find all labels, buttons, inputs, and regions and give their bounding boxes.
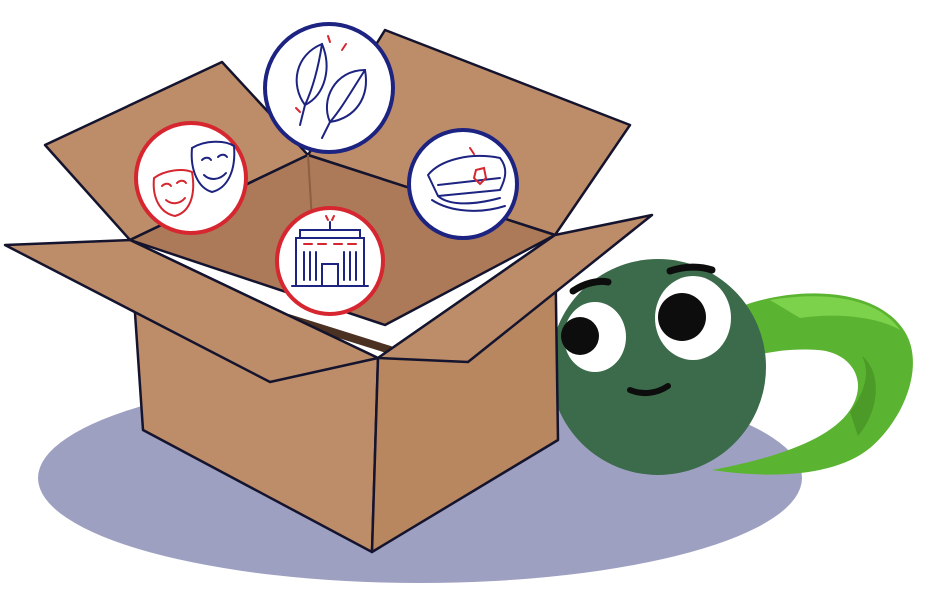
police-cap-icon	[407, 128, 519, 240]
mascot-mouth	[627, 383, 671, 397]
mascot-tail	[712, 293, 913, 475]
box-front-flap	[3, 238, 380, 384]
theater-masks-icon	[134, 121, 248, 235]
building-icon	[275, 206, 385, 316]
leaves-icon	[263, 22, 395, 154]
mascot-right-eyebrow	[666, 263, 716, 275]
box-right-flap	[376, 213, 654, 364]
mascot-left-eyebrow	[569, 277, 612, 295]
mascot	[550, 259, 766, 475]
